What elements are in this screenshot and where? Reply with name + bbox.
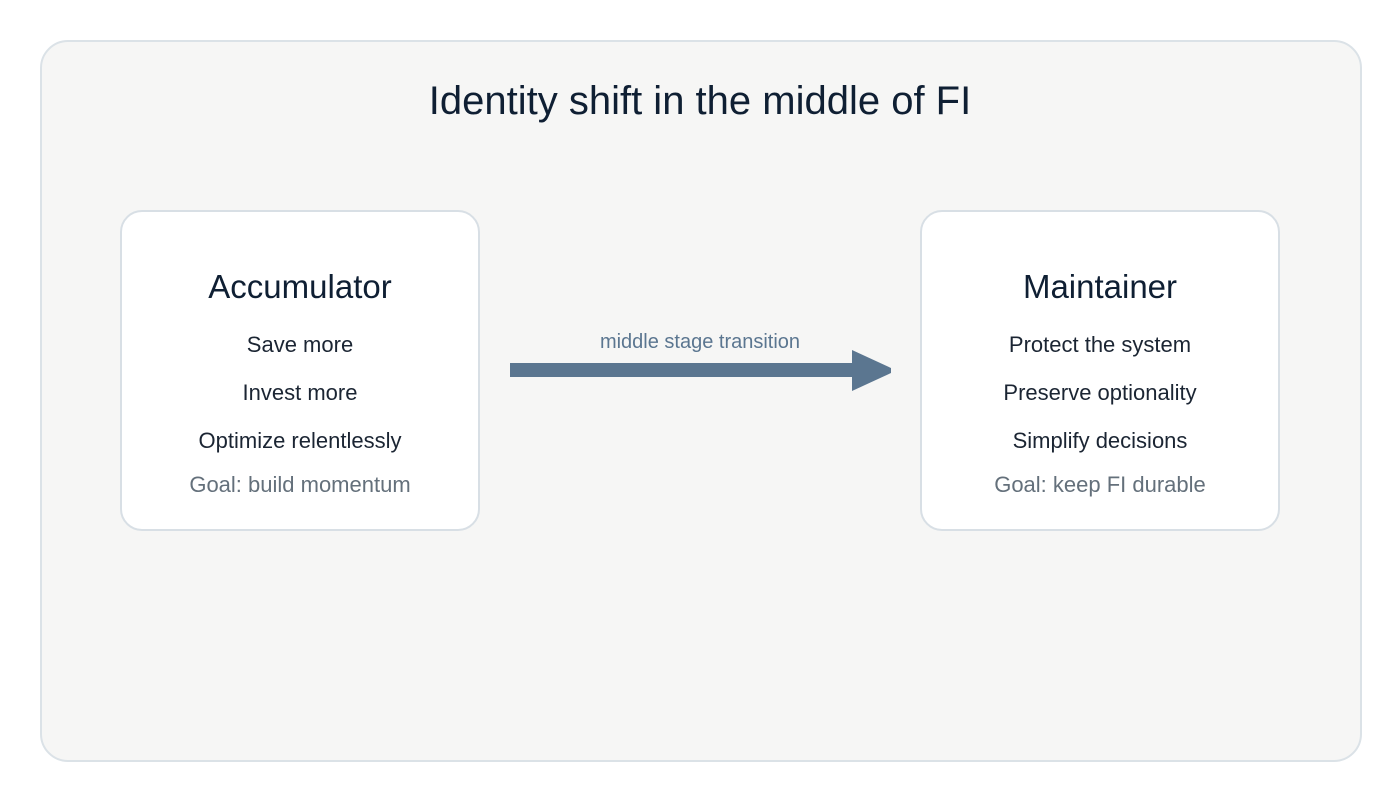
- maintainer-goal: Goal: keep FI durable: [994, 472, 1206, 497]
- maintainer-item-3: Simplify decisions: [1012, 428, 1188, 453]
- maintainer-card: Maintainer Protect the system Preserve o…: [920, 210, 1280, 531]
- maintainer-item-2: Preserve optionality: [1003, 380, 1197, 405]
- accumulator-item-3: Optimize relentlessly: [198, 428, 402, 453]
- transition-label: middle stage transition: [599, 331, 801, 353]
- accumulator-item-2: Invest more: [242, 380, 358, 405]
- maintainer-title: Maintainer: [1022, 268, 1178, 305]
- arrow-right-icon: [510, 350, 891, 391]
- accumulator-title: Accumulator: [208, 268, 392, 305]
- accumulator-card: Accumulator Save more Invest more Optimi…: [120, 210, 480, 531]
- accumulator-item-1: Save more: [246, 332, 354, 357]
- maintainer-item-1: Protect the system: [1008, 332, 1192, 357]
- accumulator-goal: Goal: build momentum: [189, 472, 411, 497]
- diagram-title: Identity shift in the middle of FI: [428, 79, 972, 123]
